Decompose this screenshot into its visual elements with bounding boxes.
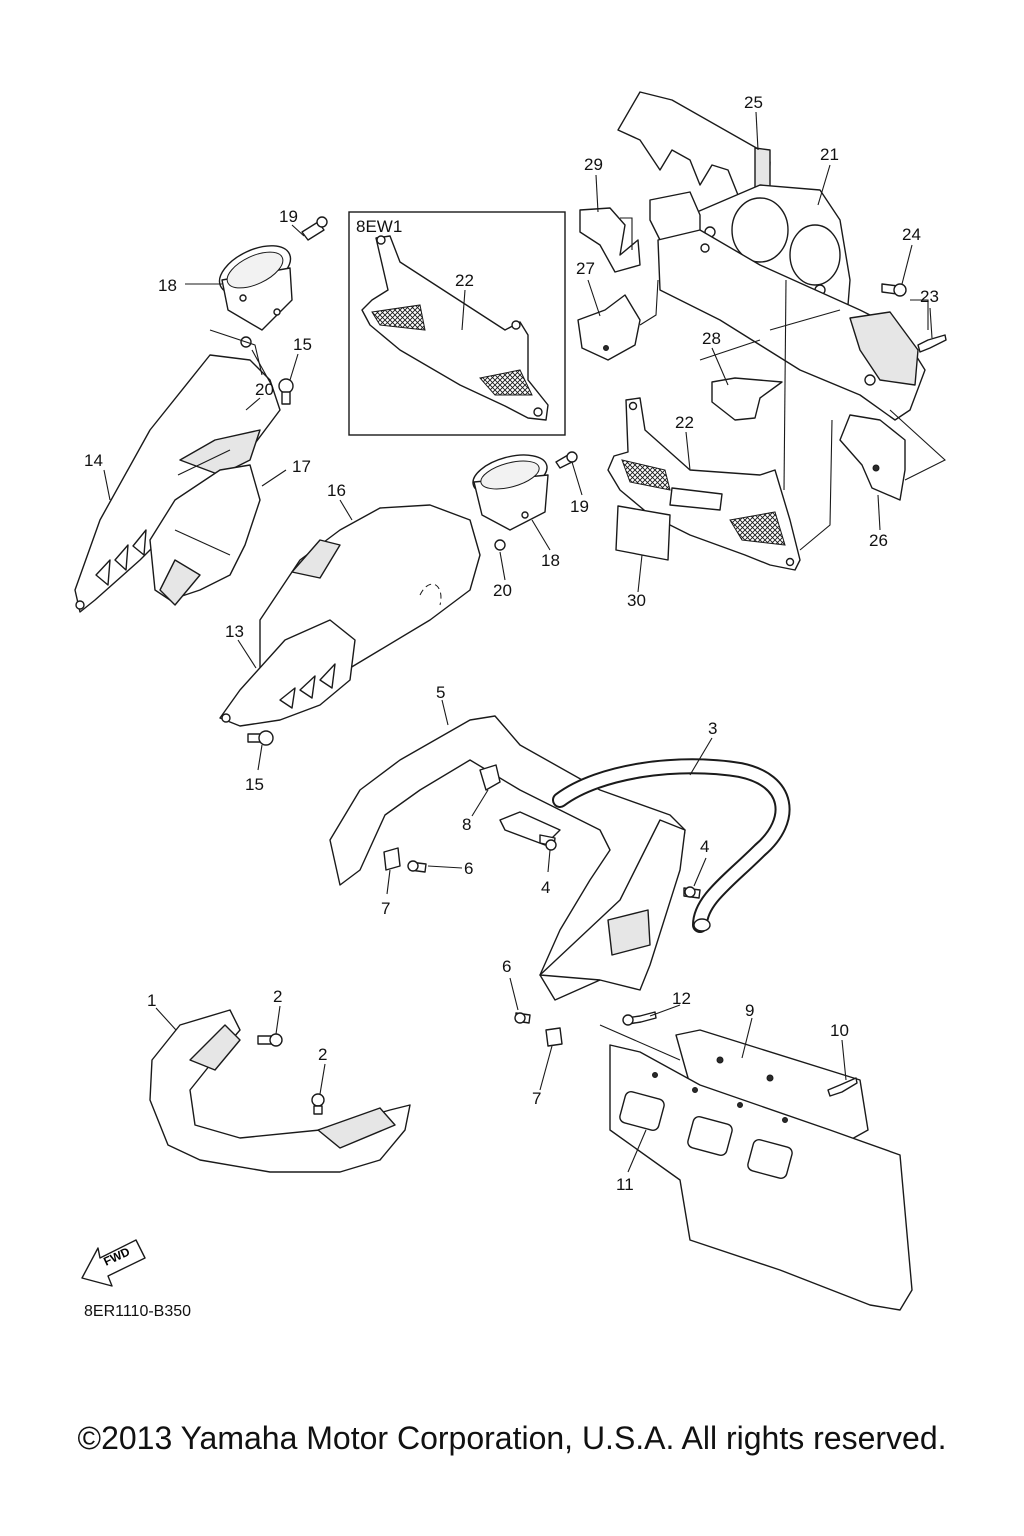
callout-30: 30: [627, 591, 646, 610]
callout-19-lower: 19: [570, 497, 589, 516]
part-11: [609, 1044, 913, 1311]
part-12: [622, 1011, 657, 1026]
diagram-code: 8ER1110-B350: [84, 1303, 191, 1320]
part-24-screw: [881, 283, 907, 297]
callout-15-lower: 15: [245, 775, 264, 794]
callout-21: 21: [820, 145, 839, 164]
part-17: [149, 464, 261, 606]
fwd-arrow-icon: FWD: [81, 1239, 146, 1287]
callout-7-lower: 7: [532, 1089, 541, 1108]
callout-27: 27: [576, 259, 595, 278]
part-28: [711, 377, 783, 421]
part-15-upper: [278, 378, 294, 405]
callout-7-upper: 7: [381, 899, 390, 918]
leader-lines: [103, 111, 933, 1173]
inset-label: 8EW1: [356, 217, 402, 236]
callout-18-lower: 18: [541, 551, 560, 570]
callout-13: 13: [225, 622, 244, 641]
callout-3: 3: [708, 719, 717, 738]
part-3: [552, 758, 791, 933]
callout-15-upper: 15: [293, 335, 312, 354]
part-21: [689, 184, 851, 306]
part-8: [479, 764, 501, 791]
part-6-7-upper: [383, 847, 427, 873]
part-6-7-lower: [514, 1012, 563, 1047]
callout-20-upper: 20: [255, 380, 274, 399]
callout-5: 5: [436, 683, 445, 702]
part-27: [577, 294, 641, 361]
callout-29: 29: [584, 155, 603, 174]
callout-9: 9: [745, 1001, 754, 1020]
part-10-rivet: [827, 1077, 858, 1097]
part-13: [219, 619, 356, 727]
callout-12: 12: [672, 989, 691, 1008]
part-30: [615, 505, 671, 561]
copyright-notice: ©2013 Yamaha Motor Corporation, U.S.A. A…: [77, 1420, 947, 1456]
callout-4-lower: 4: [541, 878, 550, 897]
assembly-lines: [174, 217, 946, 1061]
part-2-bolts: [257, 1033, 325, 1115]
inset-8ew1: 8EW1: [348, 211, 566, 436]
callout-1: 1: [147, 991, 156, 1010]
callout-28: 28: [702, 329, 721, 348]
part-23-rivet: [917, 334, 947, 353]
part-4-bolts: [539, 834, 701, 899]
callout-8: 8: [462, 815, 471, 834]
callout-26: 26: [869, 531, 888, 550]
callout-16: 16: [327, 481, 346, 500]
callout-2-upper: 2: [273, 987, 282, 1006]
part-20-lower: [494, 539, 506, 551]
callout-4-upper: 4: [700, 837, 709, 856]
callout-10: 10: [830, 1021, 849, 1040]
dash-frame: [657, 229, 926, 421]
callout-11: 11: [616, 1175, 634, 1194]
part-19-lower: [555, 451, 578, 469]
callout-24: 24: [902, 225, 921, 244]
callout-labels: 25 21 29 24 23 27 28 22 22 26 30 19 18 1…: [84, 93, 939, 1194]
part-18-upper: [218, 245, 293, 331]
part-1: [149, 1009, 411, 1173]
callout-19-upper: 19: [279, 207, 298, 226]
callout-14: 14: [84, 451, 103, 470]
part-29: [579, 207, 641, 273]
part-22-inset: [361, 235, 549, 421]
callout-25: 25: [744, 93, 763, 112]
exploded-view-drawing: 8EW1: [74, 91, 947, 1320]
callout-22-main: 22: [675, 413, 694, 432]
callout-18-upper: 18: [158, 276, 177, 295]
part-14: [74, 354, 281, 613]
part-15-lower: [247, 730, 274, 746]
part-18-lower: [472, 454, 549, 531]
callout-22-inset: 22: [455, 271, 474, 290]
part-26: [839, 414, 906, 501]
callout-2-lower: 2: [318, 1045, 327, 1064]
callout-17: 17: [292, 457, 311, 476]
callout-6-upper: 6: [464, 859, 473, 878]
part-19-upper: [301, 216, 328, 241]
callout-20-lower: 20: [493, 581, 512, 600]
callout-6-lower: 6: [502, 957, 511, 976]
callout-23: 23: [920, 287, 939, 306]
